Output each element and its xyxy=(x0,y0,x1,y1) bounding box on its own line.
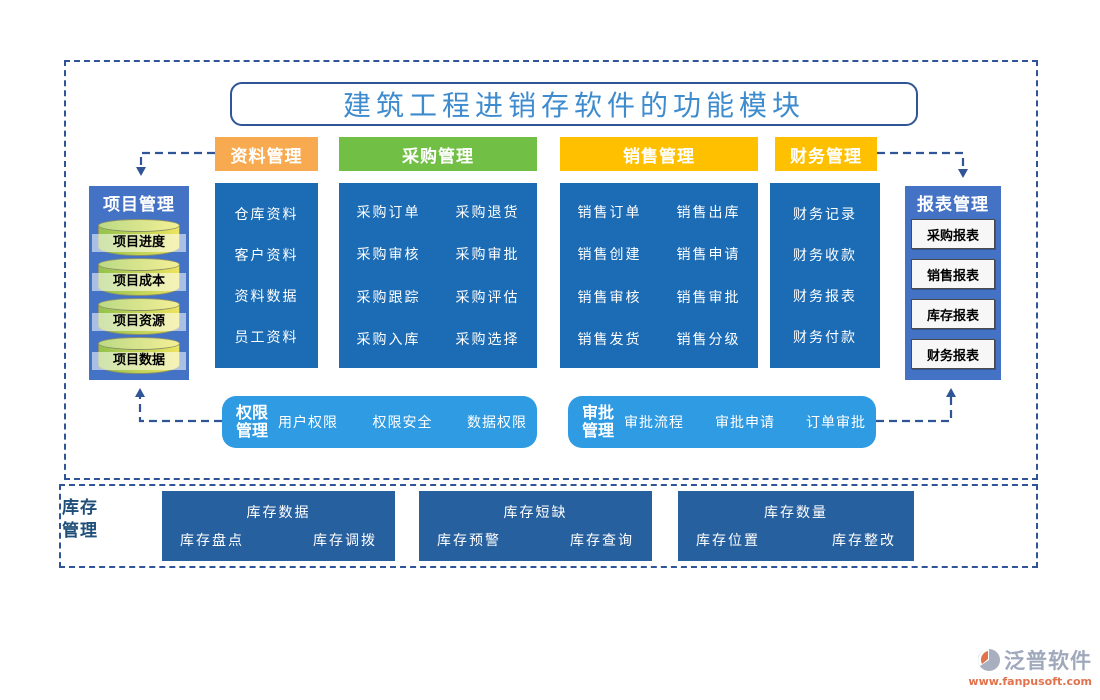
module-item: 销售创建 xyxy=(577,247,642,264)
inventory-group-items: 库存盘点 库存调拨 xyxy=(180,530,377,550)
header-sales-management: 销售管理 xyxy=(560,137,758,171)
cylinder-label: 项目资源 xyxy=(92,312,186,331)
inventory-group-items: 库存预警 库存查询 xyxy=(437,530,634,550)
cylinder-top xyxy=(98,336,180,350)
module-item: 员工资料 xyxy=(234,330,299,347)
module-item: 审批申请 xyxy=(715,415,775,431)
permission-management-box: 权限 管理 用户权限 权限安全 数据权限 xyxy=(222,396,537,448)
approval-title: 审批 管理 xyxy=(582,404,614,440)
approval-management-box: 审批 管理 审批流程 审批申请 订单审批 xyxy=(568,396,876,448)
module-item: 采购跟踪 xyxy=(356,289,421,306)
inventory-group-data: 库存数据 库存盘点 库存调拨 xyxy=(162,491,395,561)
module-item: 库存整改 xyxy=(832,532,896,549)
module-item: 采购审批 xyxy=(455,247,520,264)
module-item: 权限安全 xyxy=(372,415,433,431)
inventory-group-title: 库存数量 xyxy=(764,505,828,522)
header-finance-management: 财务管理 xyxy=(775,137,877,171)
column-purchase-management: 采购订单 采购退货 采购审核 采购审批 采购跟踪 采购评估 采购入库 采购选择 xyxy=(339,183,537,368)
module-item: 库存预警 xyxy=(437,532,501,549)
cylinder-label: 项目数据 xyxy=(92,351,186,370)
module-item: 库存位置 xyxy=(696,532,760,549)
module-item: 采购订单 xyxy=(356,205,421,222)
approval-items: 审批流程 审批申请 订单审批 xyxy=(624,412,866,432)
cylinder-top xyxy=(98,219,180,232)
database-cylinder: 项目成本 xyxy=(92,258,186,296)
column-finance-management: 财务记录 财务收款 财务报表 财务付款 xyxy=(770,183,880,368)
inventory-group-shortage: 库存短缺 库存预警 库存查询 xyxy=(419,491,652,561)
fanpu-logo-icon xyxy=(978,649,1000,671)
module-item: 资料数据 xyxy=(234,289,299,306)
module-item: 采购退货 xyxy=(455,205,520,222)
inventory-group-title: 库存短缺 xyxy=(503,505,568,522)
report-box: 采购报表 xyxy=(911,219,995,249)
vendor-logo-row: 泛普软件 xyxy=(962,645,1092,675)
approval-title-line1: 审批 xyxy=(582,403,615,422)
cylinder-top xyxy=(98,297,180,311)
database-cylinder: 项目资源 xyxy=(92,297,186,335)
module-item: 财务记录 xyxy=(793,206,857,223)
module-item: 销售分级 xyxy=(676,331,741,348)
module-item: 仓库资料 xyxy=(234,206,299,223)
module-item: 销售发货 xyxy=(577,331,642,348)
module-item: 订单审批 xyxy=(805,415,866,431)
permission-items: 用户权限 权限安全 数据权限 xyxy=(278,412,527,432)
header-purchase-management: 采购管理 xyxy=(339,137,537,171)
permission-title-line2: 管理 xyxy=(236,421,269,440)
main-dashed-frame xyxy=(64,60,1038,480)
module-item: 客户资料 xyxy=(234,247,299,264)
vendor-url: www.fanpusoft.com xyxy=(968,675,1092,688)
header-data-management: 资料管理 xyxy=(215,137,318,171)
module-item: 采购审核 xyxy=(356,247,421,264)
module-item: 财务付款 xyxy=(793,330,857,347)
report-box: 库存报表 xyxy=(911,299,995,329)
module-item: 采购选择 xyxy=(455,331,520,348)
database-cylinder: 项目进度 xyxy=(92,219,186,257)
vendor-logo: 泛普软件 www.fanpusoft.com xyxy=(962,645,1092,688)
module-item: 库存盘点 xyxy=(180,532,244,549)
permission-title: 权限 管理 xyxy=(236,404,268,440)
module-item: 采购入库 xyxy=(356,331,421,348)
module-item: 财务收款 xyxy=(793,247,857,264)
inventory-group-title: 库存数据 xyxy=(246,505,311,522)
permission-title-line1: 权限 xyxy=(236,403,269,422)
cylinder-label: 项目成本 xyxy=(92,273,186,292)
cylinder-label: 项目进度 xyxy=(92,234,186,252)
module-item: 销售出库 xyxy=(676,205,741,222)
cylinder-top xyxy=(98,258,180,272)
module-item: 销售订单 xyxy=(577,205,642,222)
inventory-management-label: 库存 管理 xyxy=(62,497,98,543)
diagram-title-box: 建筑工程进销存软件的功能模块 xyxy=(230,82,918,126)
report-box: 财务报表 xyxy=(911,339,995,369)
column-data-management: 仓库资料 客户资料 资料数据 员工资料 xyxy=(215,183,318,368)
database-cylinder: 项目数据 xyxy=(92,336,186,374)
module-item: 销售审批 xyxy=(676,289,741,306)
module-item: 数据权限 xyxy=(466,415,527,431)
module-item: 采购评估 xyxy=(455,289,520,306)
inventory-label-line1: 库存 xyxy=(62,498,98,518)
inventory-group-quantity: 库存数量 库存位置 库存整改 xyxy=(678,491,914,561)
module-item: 财务报表 xyxy=(793,289,857,306)
module-item: 审批流程 xyxy=(624,415,685,431)
panel-report-management: 报表管理 采购报表 销售报表 库存报表 财务报表 xyxy=(905,186,1001,380)
inventory-label-line2: 管理 xyxy=(62,521,98,541)
panel-project-management: 项目管理 项目进度 项目成本 项目资源 项目数据 xyxy=(89,186,189,380)
module-item: 库存调拨 xyxy=(313,532,377,549)
diagram-title: 建筑工程进销存软件的功能模块 xyxy=(342,89,805,122)
module-item: 用户权限 xyxy=(278,415,339,431)
panel-project-title: 项目管理 xyxy=(103,195,175,215)
column-sales-management: 销售订单 销售出库 销售创建 销售申请 销售审核 销售审批 销售发货 销售分级 xyxy=(560,183,758,368)
inventory-group-items: 库存位置 库存整改 xyxy=(696,530,896,550)
vendor-name: 泛普软件 xyxy=(1004,649,1092,673)
module-item: 库存查询 xyxy=(570,532,634,549)
report-box: 销售报表 xyxy=(911,259,995,289)
approval-title-line2: 管理 xyxy=(582,421,615,440)
module-item: 销售申请 xyxy=(676,247,741,264)
module-item: 销售审核 xyxy=(577,289,642,306)
inventory-dashed-frame xyxy=(59,484,1038,568)
panel-report-title: 报表管理 xyxy=(917,195,989,215)
